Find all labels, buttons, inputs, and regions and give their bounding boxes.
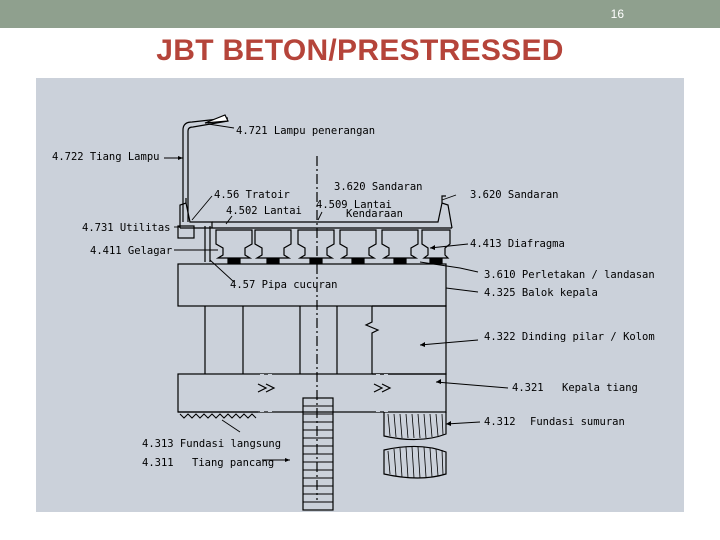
label-diafragma: 4.413 Diafragma (470, 238, 565, 250)
structure-drawing (177, 114, 453, 511)
leader-arrows (178, 156, 451, 462)
label-kendaraan: Kendaraan (346, 208, 403, 220)
column-left (204, 306, 244, 374)
leader-lines (164, 123, 509, 461)
label-lantai: 4.502 Lantai (226, 205, 302, 217)
cap-breaks (257, 383, 392, 393)
label-utilitas: 4.731 Utilitas (82, 222, 171, 234)
label-tiang-lampu: 4.722 Tiang Lampu (52, 151, 159, 163)
label-lantai-kendaraan: 4.509 Lantai (316, 199, 392, 211)
lamp-pole-inner (187, 120, 229, 222)
label-lampu-penerangan: 4.721 Lampu penerangan (236, 125, 375, 137)
cap-breaks-mask (260, 374, 388, 412)
tratoir-right (420, 202, 453, 229)
lamp-pole (182, 117, 229, 222)
pile-hatch (303, 405, 333, 503)
label-gelagar: 4.411 Gelagar (90, 245, 172, 257)
railing-right (441, 195, 446, 203)
label-tratoir: 4.56 Tratoir (214, 189, 290, 201)
lamp-head (204, 114, 229, 124)
label-sandaran-right: 3.620 Sandaran (470, 189, 559, 201)
label-fundasi-langsung: 4.313 Fundasi langsung (142, 438, 281, 450)
label-kepala-tiang-number: 4.321 (512, 382, 544, 394)
label-sandaran-center: 3.620 Sandaran (334, 181, 423, 193)
tratoir-left (179, 202, 213, 228)
caisson-hatch-lower (387, 446, 444, 479)
label-tiang-pancang-number: 4.311 (142, 457, 174, 469)
label-fundasi-sumuran: Fundasi sumuran (530, 416, 625, 428)
wall-break (364, 306, 380, 374)
bearings (227, 258, 443, 264)
soil-hatch (179, 413, 257, 419)
pier-cap (177, 263, 447, 307)
slide-title: JBT BETON/PRESTRESSED (156, 34, 564, 67)
pile-cap (177, 373, 447, 413)
label-perletakan: 3.610 Perletakan / landasan (484, 269, 655, 281)
label-tiang-pancang: Tiang pancang (192, 457, 274, 469)
label-kepala-tiang: Kepala tiang (562, 382, 638, 394)
pier-wall (372, 305, 447, 375)
column-center (299, 306, 338, 374)
caisson-lower (383, 445, 447, 479)
drain-pipe (204, 226, 211, 262)
caisson-upper (383, 412, 447, 441)
girders (215, 229, 451, 259)
slide-number: 16 (610, 7, 624, 21)
diagram-panel (36, 78, 684, 512)
label-dinding-pilar: 4.322 Dinding pilar / Kolom (484, 331, 655, 343)
label-balok-kepala: 4.325 Balok kepala (484, 287, 598, 299)
label-fundasi-sumuran-number: 4.312 (484, 416, 516, 428)
header-bar: 16 (0, 0, 720, 28)
utility-box (177, 225, 195, 239)
label-pipa-cucuran: 4.57 Pipa cucuran (230, 279, 337, 291)
caisson-hatch-upper (387, 413, 444, 439)
